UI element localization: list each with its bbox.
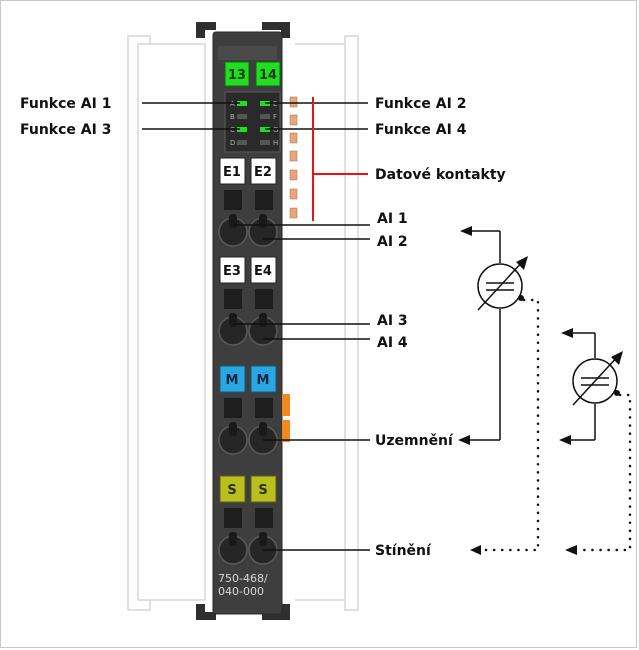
din-rail-outline <box>127 35 359 611</box>
led-tag-13-text: 13 <box>228 68 246 83</box>
terminal-group-m: M M <box>218 365 290 455</box>
sensor-1-icon <box>477 259 525 311</box>
led-tag-13 <box>224 61 250 87</box>
led-letter-g: G <box>273 126 278 134</box>
terminal-e1: E1 <box>223 165 241 180</box>
led-panel <box>224 91 281 153</box>
terminal-e2: E2 <box>254 165 272 180</box>
sensor-2-variable-arrow <box>611 351 623 365</box>
data-contacts-bracket <box>312 97 368 221</box>
sensor-1-arrows <box>458 226 472 445</box>
terminal-e3: E3 <box>223 264 241 279</box>
sensor-1-shield-line <box>480 298 540 552</box>
led-letter-b: B <box>230 113 235 121</box>
terminal-s1: S <box>227 483 236 498</box>
label-stineni: Stínění <box>375 543 432 559</box>
label-funkce-ai1: Funkce AI 1 <box>20 96 111 112</box>
sensor-2-arrows <box>559 328 573 445</box>
label-funkce-ai3: Funkce AI 3 <box>20 122 111 138</box>
label-ai2: AI 2 <box>377 234 408 250</box>
label-uzemneni: Uzemnění <box>375 433 454 449</box>
led-letter-e: E <box>273 100 277 108</box>
data-contact-pins <box>289 96 298 219</box>
sensor-1-shield-dot <box>518 295 524 301</box>
sensor-1-wiring <box>468 230 501 441</box>
terminal-group-s: S S <box>218 475 278 565</box>
label-ai3: AI 3 <box>377 313 408 329</box>
sensor-2-shield-dot <box>614 390 620 396</box>
sensor-2-icon <box>572 354 620 406</box>
led-tag-14 <box>255 61 281 87</box>
sensor-1-variable-arrow <box>516 256 528 270</box>
sensor-2-wiring <box>570 332 596 441</box>
sensor-2-shield-arrow <box>565 545 577 555</box>
label-datove-kontakty: Datové kontakty <box>375 167 506 183</box>
sensor-1-shield-arrow <box>470 545 481 555</box>
callout-lines <box>142 102 370 551</box>
terminal-e4: E4 <box>254 264 272 279</box>
terminal-s2: S <box>258 483 267 498</box>
terminal-m1: M <box>226 373 239 388</box>
sensor-2-shield-line <box>576 393 632 552</box>
part-number-line1: 750-468/ <box>218 572 268 585</box>
led-letter-f: F <box>273 113 277 121</box>
label-funkce-ai4: Funkce AI 4 <box>375 122 467 138</box>
label-ai1: AI 1 <box>377 211 408 227</box>
led-letter-a: A <box>230 100 235 108</box>
label-ai4: AI 4 <box>377 335 408 351</box>
terminal-m2: M <box>257 373 270 388</box>
led-letter-d: D <box>230 139 235 147</box>
led-tag-14-text: 14 <box>259 68 277 83</box>
led-letter-c: C <box>230 126 235 134</box>
led-letter-h: H <box>273 139 278 147</box>
part-number-line2: 040-000 <box>218 585 264 598</box>
label-funkce-ai2: Funkce AI 2 <box>375 96 466 112</box>
